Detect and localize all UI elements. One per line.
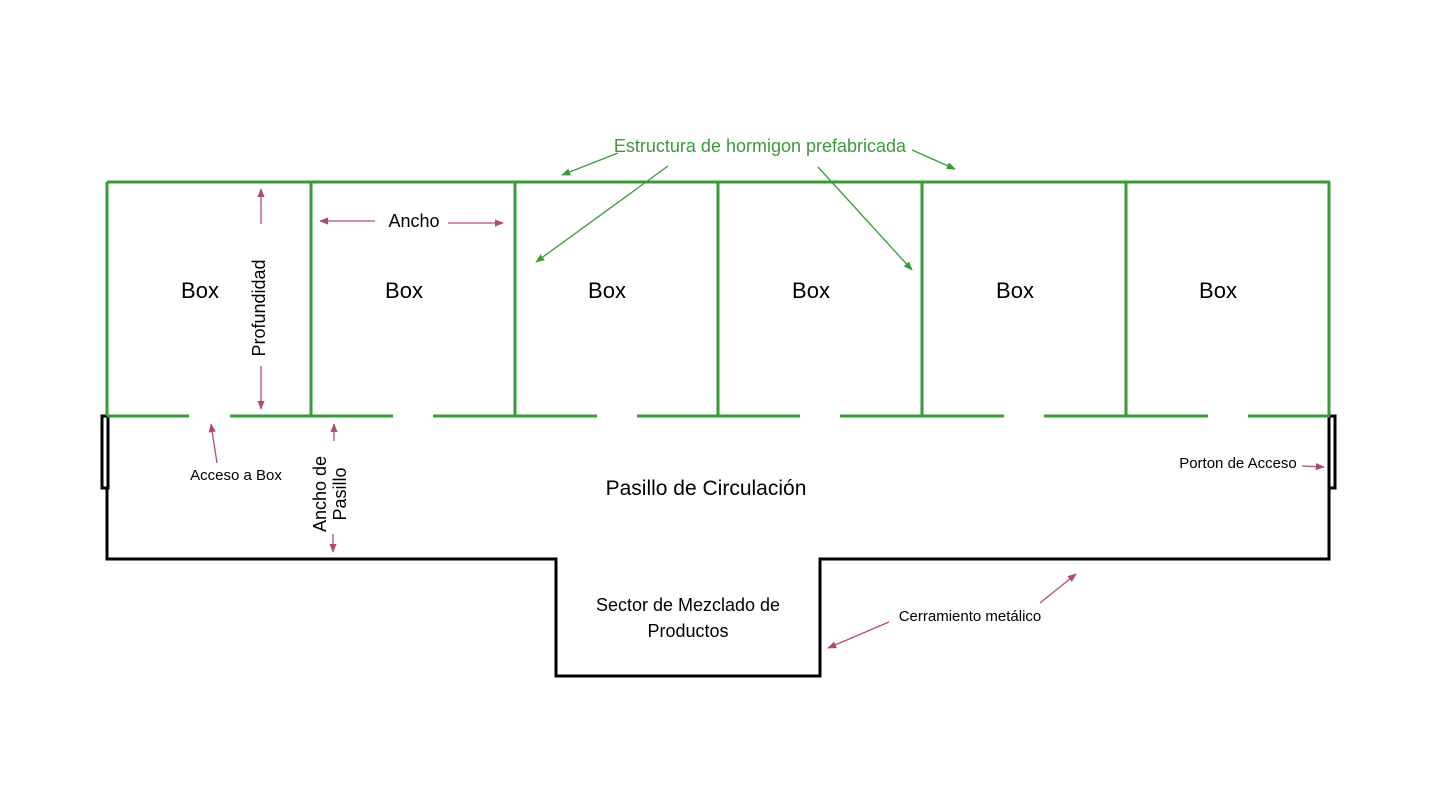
profundidad-label: Profundidad (249, 259, 269, 356)
arrow-icon (827, 621, 890, 649)
arrow-icon (817, 166, 913, 271)
box-label: Box (588, 278, 626, 303)
left-gate (100, 414, 110, 490)
box-label: Box (181, 278, 219, 303)
arrow-icon (1039, 573, 1077, 604)
box-label: Box (1199, 278, 1237, 303)
ancho-pasillo-dimension (329, 423, 338, 553)
arrow-icon (208, 423, 218, 464)
structure-pointers (535, 149, 956, 271)
arrow-icon (911, 149, 956, 170)
right-gate (1327, 414, 1337, 490)
enclosure-outline (105, 416, 1331, 678)
ancho-pasillo-line2: Pasillo (330, 467, 350, 520)
box-label: Box (792, 278, 830, 303)
arrow-icon (1301, 462, 1325, 471)
structure-title: Estructura de hormigon prefabricada (614, 136, 907, 156)
sector-label: Sector de Mezclado de Productos (596, 595, 780, 641)
pasillo-label: Pasillo de Circulación (606, 477, 807, 500)
sector-line1: Sector de Mezclado de (596, 595, 780, 615)
box-label: Box (996, 278, 1034, 303)
box-labels: Box Box Box Box Box Box (181, 278, 1237, 303)
concrete-structure (105, 180, 1331, 418)
ancho-pasillo-line1: Ancho de (310, 456, 330, 532)
sector-line2: Productos (647, 621, 728, 641)
cerramiento-label: Cerramiento metálico (899, 608, 1042, 625)
ancho-dimension (319, 217, 504, 227)
acceso-box-label: Acceso a Box (190, 467, 282, 484)
porton-label: Porton de Acceso (1179, 455, 1297, 472)
cerramiento-pointers (827, 573, 1077, 649)
arrow-icon (535, 165, 669, 263)
arrow-icon (561, 152, 619, 176)
metal-enclosure (100, 414, 1337, 678)
ancho-pasillo-label: Ancho de Pasillo (310, 456, 350, 532)
ancho-label: Ancho (388, 211, 439, 231)
box-label: Box (385, 278, 423, 303)
